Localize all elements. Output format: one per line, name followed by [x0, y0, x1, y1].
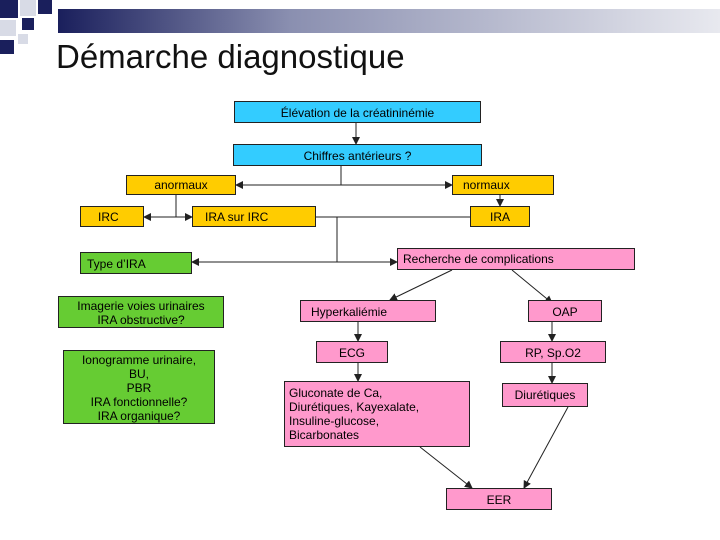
node-rp-spo2: RP, Sp.O2 — [500, 341, 606, 363]
node-ionogramme-line-2: BU, — [128, 367, 149, 381]
node-imagerie-line-2: IRA obstructive? — [97, 313, 185, 327]
decorative-square-1 — [0, 0, 18, 18]
decorative-square-7 — [18, 34, 28, 44]
node-diuretiques-label: Diurétiques — [514, 388, 576, 402]
node-ira: IRA — [470, 206, 530, 227]
node-recherche-label: Recherche de complications — [403, 252, 554, 266]
node-ira-sur-irc-label: IRA sur IRC — [205, 210, 269, 224]
node-oap-label: OAP — [552, 305, 578, 319]
node-irc-label: IRC — [98, 210, 119, 224]
node-recherche-complications: Recherche de complications — [397, 248, 635, 270]
node-ionogramme-line-4: IRA fonctionnelle? — [90, 395, 188, 409]
node-hyperkaliemie-label: Hyperkaliémie — [311, 305, 388, 319]
node-eer-label: EER — [486, 493, 512, 507]
node-normaux: normaux — [452, 175, 554, 195]
node-hyperkaliemie: Hyperkaliémie — [300, 300, 436, 322]
page-title: Démarche diagnostique — [56, 38, 405, 75]
decorative-square-4 — [0, 20, 16, 36]
node-elevation-label: Élévation de la créatininémie — [280, 106, 435, 120]
node-type-ira: Type d’IRA — [80, 252, 192, 274]
decorative-square-5 — [22, 18, 34, 30]
node-eer: EER — [446, 488, 552, 510]
node-ionogramme-line-5: IRA organique? — [97, 409, 181, 423]
node-diuretiques: Diurétiques — [502, 383, 588, 407]
node-imagerie-line-1: Imagerie voies urinaires — [77, 299, 205, 313]
node-ecg: ECG — [316, 341, 388, 363]
node-type-ira-label: Type d’IRA — [87, 257, 146, 271]
node-normaux-label: normaux — [463, 178, 510, 192]
node-ecg-label: ECG — [338, 346, 365, 360]
node-gluconate: Gluconate de Ca, Diurétiques, Kayexalate… — [284, 381, 470, 447]
node-ira-label: IRA — [489, 210, 510, 224]
node-gluconate-line-2: Diurétiques, Kayexalate, — [289, 400, 420, 414]
node-gluconate-line-3: Insuline-glucose, — [289, 414, 380, 428]
node-irc: IRC — [80, 206, 144, 227]
node-gluconate-line-4: Bicarbonates — [289, 428, 360, 442]
node-ionogramme: Ionogramme urinaire, BU, PBR IRA fonctio… — [63, 350, 215, 424]
node-chiffres-anterieurs: Chiffres antérieurs ? — [233, 144, 482, 166]
node-ionogramme-line-3: PBR — [126, 381, 152, 395]
header-gradient-bar — [58, 9, 720, 33]
decorative-square-3 — [38, 0, 52, 14]
node-gluconate-line-1: Gluconate de Ca, — [289, 386, 383, 400]
decorative-square-2 — [20, 0, 36, 16]
node-anormaux: anormaux — [126, 175, 236, 195]
decorative-square-6 — [0, 40, 14, 54]
node-ira-sur-irc: IRA sur IRC — [192, 206, 316, 227]
node-elevation-creatininemie: Élévation de la créatininémie — [234, 101, 481, 123]
node-oap: OAP — [528, 300, 602, 322]
node-chiffres-label: Chiffres antérieurs ? — [303, 149, 412, 163]
node-rp-label: RP, Sp.O2 — [525, 346, 581, 360]
node-ionogramme-line-1: Ionogramme urinaire, — [81, 353, 197, 367]
node-anormaux-label: anormaux — [154, 178, 208, 192]
node-imagerie: Imagerie voies urinaires IRA obstructive… — [58, 296, 224, 328]
